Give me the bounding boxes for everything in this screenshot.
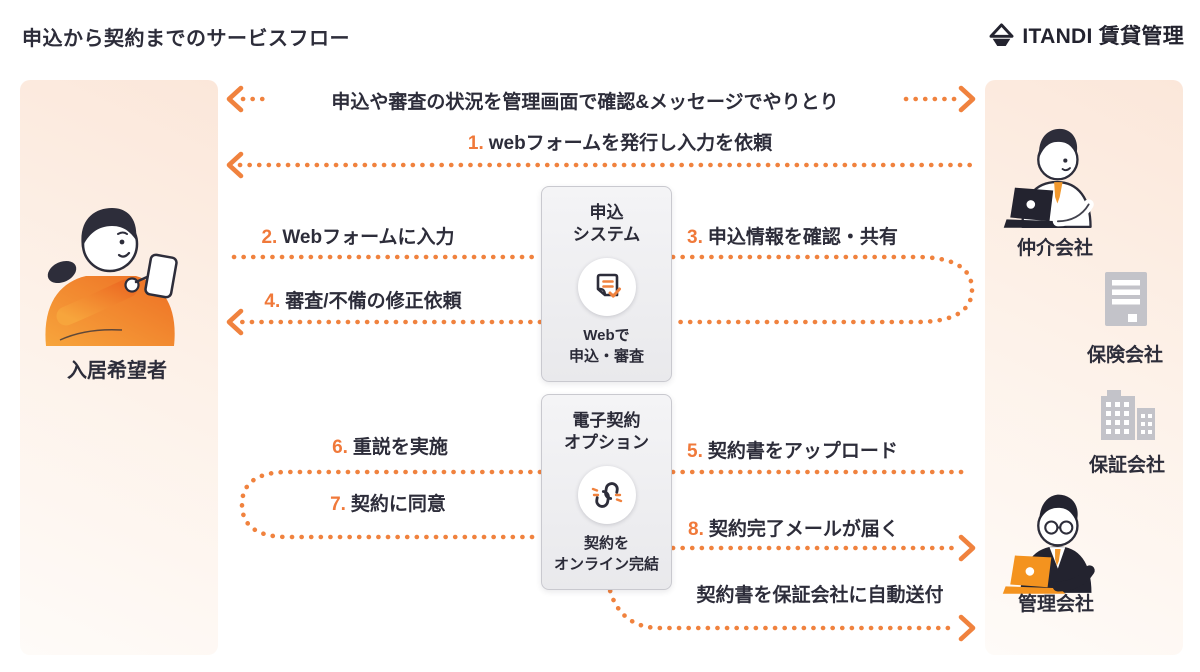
arrowhead-sync-right bbox=[958, 85, 976, 113]
itandi-logo-icon bbox=[988, 22, 1015, 48]
arrowhead-auto-send-right bbox=[958, 614, 976, 642]
arrow-step3-4-loop bbox=[670, 254, 975, 325]
flow-step-3: 3.申込情報を確認・共有 bbox=[687, 222, 898, 249]
step-3-text: 申込情報を確認・共有 bbox=[707, 227, 898, 248]
broker-label: 仲介会社 bbox=[1016, 238, 1094, 259]
arrowhead-step1-left bbox=[226, 151, 244, 179]
flow-step-4: 4.審査/不備の修正依頼 bbox=[264, 286, 461, 313]
flow-sync-label: 申込や審査の状況を管理画面で確認&メッセージでやりとり bbox=[331, 92, 839, 113]
step-6-text: 重説を実施 bbox=[352, 437, 448, 458]
step-7-text: 契約に同意 bbox=[350, 494, 446, 515]
flow-step-7: 7.契約に同意 bbox=[330, 489, 446, 516]
flow-step-5: 5.契約書をアップロード bbox=[687, 436, 898, 463]
page-title: 申込から契約までのサービスフロー bbox=[22, 28, 350, 50]
e-contract-option-box: 電子契約 オプション 契約を オンライン完結 bbox=[541, 394, 672, 590]
brand-logo: ITANDI 賃貸管理 bbox=[988, 20, 1184, 50]
insurance-building-icon bbox=[1102, 270, 1150, 328]
guarantee-building-icon bbox=[1099, 384, 1157, 442]
step-2-number: 2. bbox=[261, 227, 278, 248]
manager-at-laptop-illustration bbox=[1000, 488, 1112, 596]
arrowhead-step4-left bbox=[226, 308, 244, 336]
flow-step-6: 6.重説を実施 bbox=[332, 432, 448, 459]
e-contract-option-title: 電子契約 オプション bbox=[564, 411, 649, 453]
e-contract-option-caption: 契約を オンライン完結 bbox=[553, 534, 659, 573]
step-7-number: 7. bbox=[330, 494, 346, 515]
application-system-title: 申込 システム bbox=[572, 203, 641, 245]
manager-label: 管理会社 bbox=[1017, 594, 1095, 615]
flow-step-1: 1.webフォームを発行し入力を依頼 bbox=[468, 128, 772, 155]
arrowhead-sync-left bbox=[226, 85, 244, 113]
tenant-panel bbox=[20, 80, 218, 655]
step-8-number: 8. bbox=[688, 519, 704, 540]
chain-link-icon bbox=[577, 465, 636, 524]
flow-step-2: 2.Webフォームに入力 bbox=[261, 222, 454, 249]
step-4-number: 4. bbox=[264, 291, 281, 312]
step-1-text: webフォームを発行し入力を依頼 bbox=[488, 133, 773, 154]
insurance-label: 保険会社 bbox=[1086, 345, 1164, 366]
tenant-woman-with-phone-illustration bbox=[32, 198, 192, 348]
flow-auto-send-label: 契約書を保証会社に自動送付 bbox=[696, 585, 944, 606]
application-system-caption: Webで 申込・審査 bbox=[568, 326, 644, 365]
step-2-text: Webフォームに入力 bbox=[282, 227, 455, 248]
broker-at-laptop-illustration bbox=[1000, 122, 1112, 230]
step-6-number: 6. bbox=[332, 437, 348, 458]
arrow-step6-7-loop bbox=[239, 469, 543, 540]
tenant-label: 入居希望者 bbox=[67, 360, 167, 382]
document-check-icon bbox=[577, 257, 636, 316]
guarantee-label: 保証会社 bbox=[1088, 455, 1166, 476]
step-5-text: 契約書をアップロード bbox=[707, 441, 898, 462]
brand-name: ITANDI 賃貸管理 bbox=[1022, 25, 1184, 48]
arrowhead-step8-right bbox=[958, 534, 976, 562]
flow-step-8: 8.契約完了メールが届く bbox=[688, 514, 899, 541]
step-5-number: 5. bbox=[687, 441, 703, 462]
step-3-number: 3. bbox=[687, 227, 703, 248]
step-1-number: 1. bbox=[467, 133, 484, 154]
application-system-box: 申込 システム Webで 申込・審査 bbox=[541, 186, 672, 382]
step-4-text: 審査/不備の修正依頼 bbox=[285, 291, 462, 312]
step-8-text: 契約完了メールが届く bbox=[708, 519, 899, 540]
